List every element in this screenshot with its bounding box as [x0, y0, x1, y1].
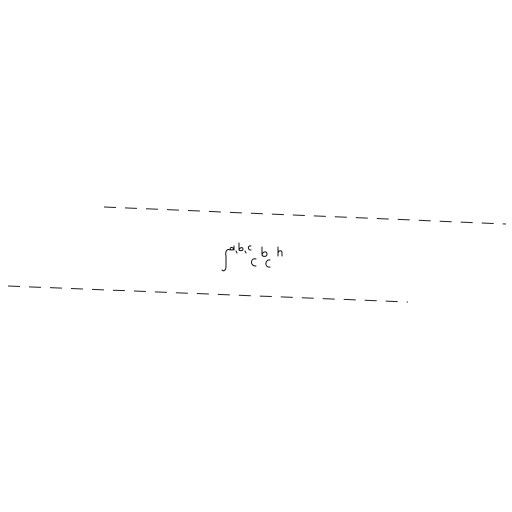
letter-b — [261, 246, 268, 257]
letter-h — [277, 246, 283, 257]
handwritten-expression — [221, 242, 283, 272]
integral-superscript — [229, 242, 252, 254]
integral-sign — [221, 249, 231, 272]
letter-c-2 — [265, 259, 271, 268]
letter-c-1 — [251, 258, 257, 267]
lower-dashed-guide-line — [7, 285, 409, 303]
upper-dashed-guide-line — [103, 206, 507, 225]
